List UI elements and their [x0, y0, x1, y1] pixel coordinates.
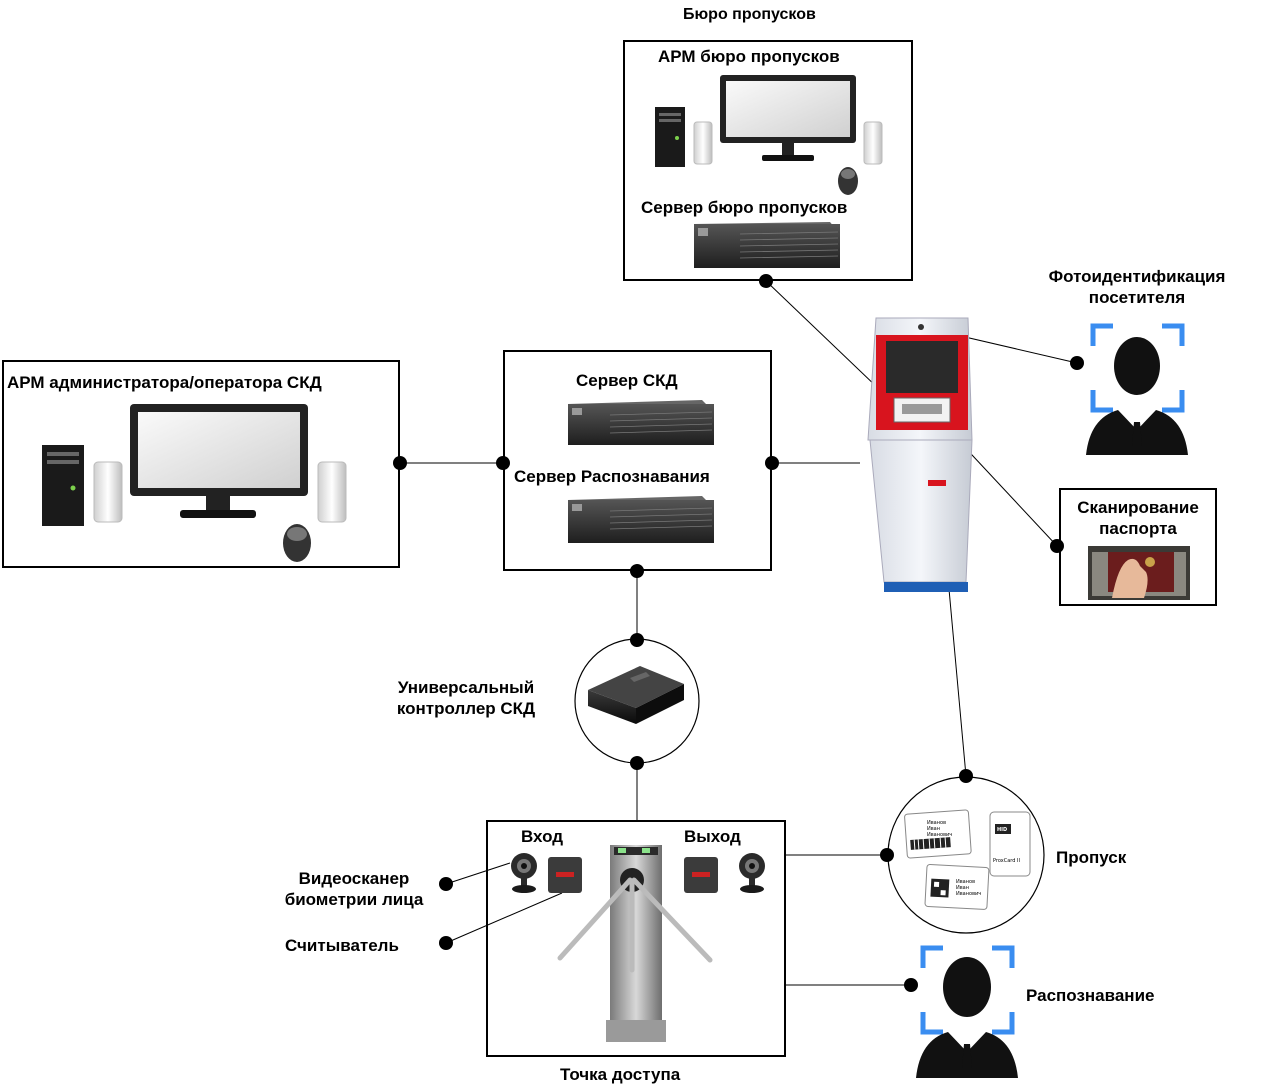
recognition-server-icon — [568, 496, 714, 543]
skd-server-icon — [568, 400, 714, 445]
kiosk-icon — [867, 317, 973, 592]
exit-camera-icon — [739, 853, 765, 893]
bureau-server-icon — [694, 222, 840, 268]
card-model: ProxCard II — [993, 858, 1020, 864]
arm-admin-label: АРМ администратора/оператора СКД — [7, 373, 322, 392]
bureau-title: Бюро пропусков — [683, 6, 816, 23]
passport-scanner-image — [1088, 546, 1190, 600]
pass-cards-icon — [904, 809, 1031, 910]
admin-workstation-icon — [42, 404, 347, 562]
reader-label: Считыватель — [285, 936, 399, 955]
pass-label: Пропуск — [1056, 848, 1127, 867]
entry-label: Вход — [521, 827, 564, 846]
connector-dots — [393, 274, 1084, 992]
bureau-workstation-icon — [655, 75, 883, 195]
recognition-label: Распознавание — [1026, 986, 1155, 1005]
server-bureau-label: Сервер бюро пропусков — [641, 198, 848, 217]
access-point-label: Точка доступа — [560, 1065, 681, 1084]
exit-label: Выход — [684, 827, 741, 846]
exit-reader-icon — [684, 857, 718, 893]
turnstile-icon — [557, 845, 713, 1042]
card-brand: HID — [997, 827, 1008, 833]
controller-icon — [588, 666, 684, 724]
arm-bureau-label: АРМ бюро пропусков — [658, 47, 840, 66]
entry-reader-icon — [548, 857, 582, 893]
photo-id-person-icon — [1086, 323, 1188, 455]
recognition-person-icon — [916, 945, 1018, 1078]
server-skd-label: Сервер СКД — [576, 371, 678, 390]
entry-camera-icon — [511, 853, 537, 893]
server-recognition-label: Сервер Распознавания — [514, 467, 710, 486]
